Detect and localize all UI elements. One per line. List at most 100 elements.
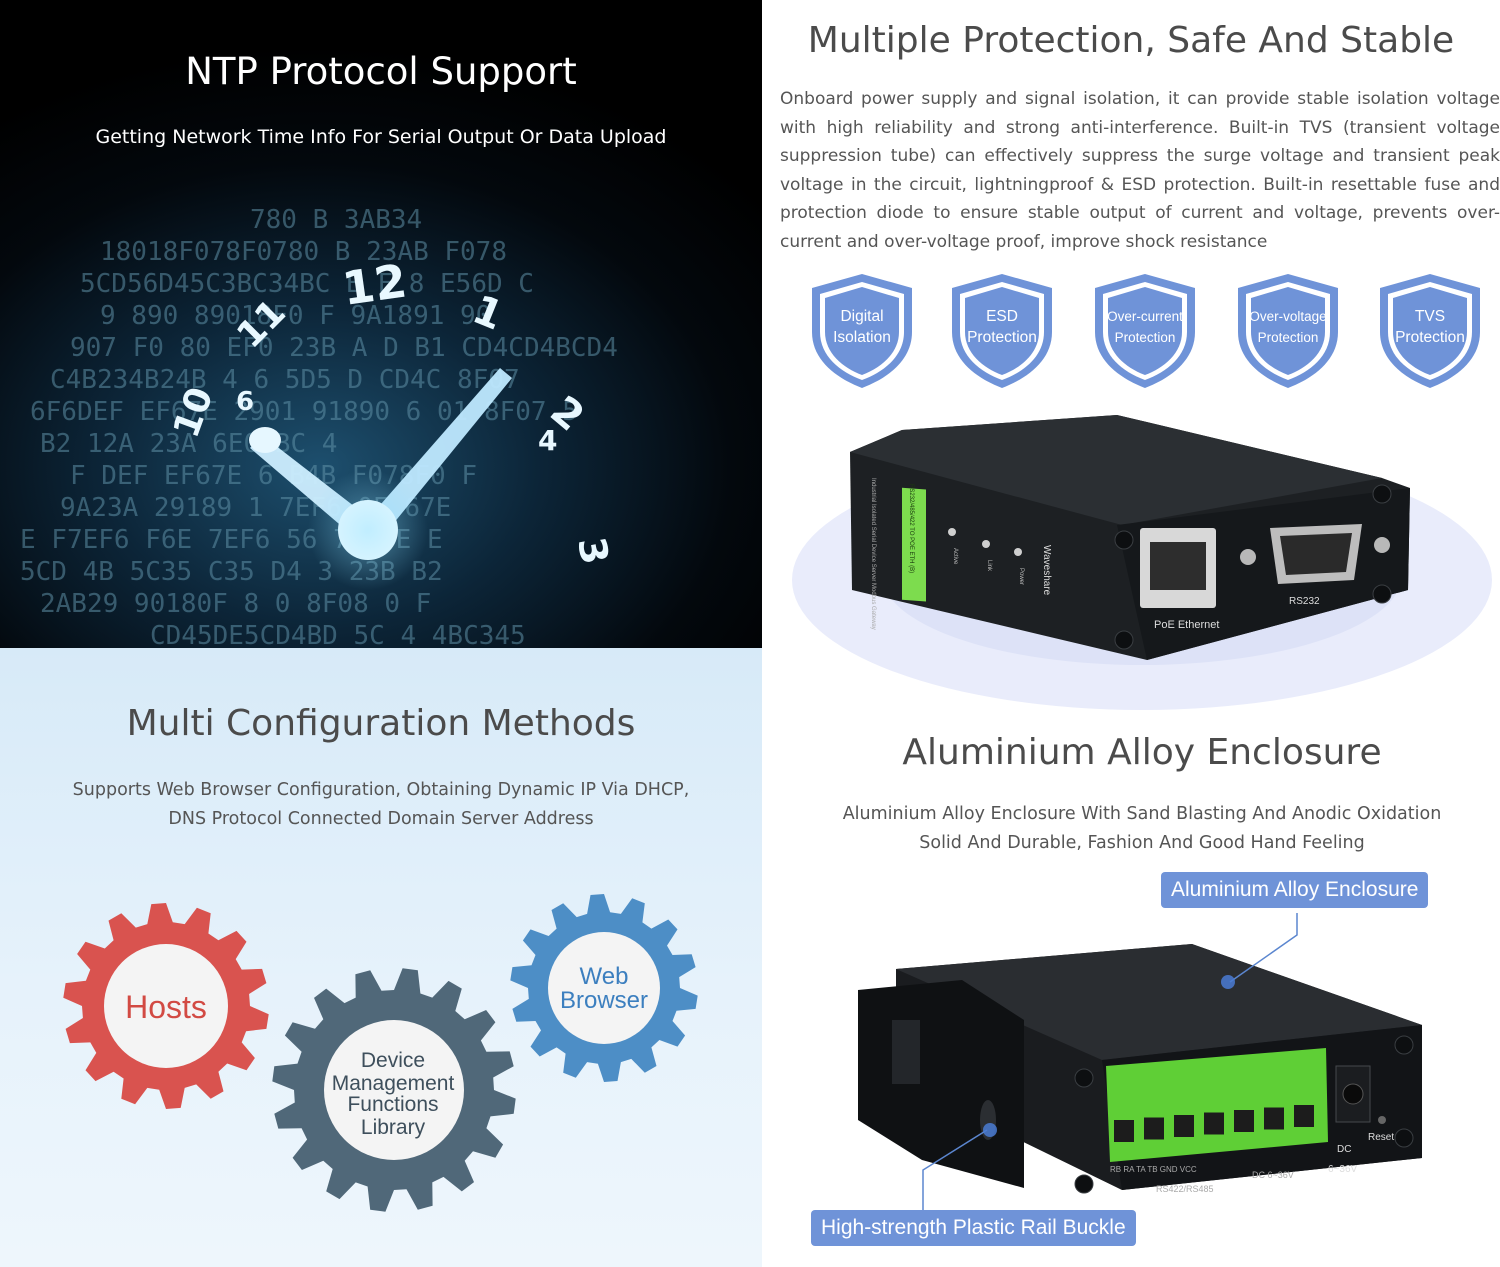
shield-label-line-1: ESD	[986, 308, 1018, 325]
shield-label-line-2: Isolation	[833, 329, 891, 346]
protection-description: Onboard power supply and signal isolatio…	[780, 89, 1500, 252]
enclosure-title: Aluminium Alloy Enclosure	[902, 732, 1382, 773]
brand-label: Waveshare	[1041, 545, 1052, 596]
enclosure-description: Aluminium Alloy Enclosure With Sand Blas…	[802, 800, 1482, 858]
device-side-text: Industrial Isolated Serial Device Server…	[870, 478, 876, 630]
device-label-3: Functions	[347, 1093, 438, 1116]
enclosure-device-image: DC Reset 6~36V RS422/RS485 DC 6~36V RB R…	[858, 913, 1422, 1210]
shield-label-line-1: Over-voltage	[1249, 309, 1327, 324]
callout-top-line	[1229, 913, 1298, 983]
hex-digit-row: B2 12A 23A 6E0 BC 4	[40, 429, 337, 459]
config-description: Supports Web Browser Configuration, Obta…	[60, 776, 702, 834]
poe-device-image: PoE Ethernet RS232 Waveshare Active Link…	[792, 415, 1492, 710]
terminal-slot	[1234, 1110, 1254, 1132]
hex-digit-row: 2AB29 90180F 8 0 8F08 0 F	[40, 589, 431, 619]
clock-number: 3	[569, 534, 617, 568]
gear-slate-center	[324, 1020, 464, 1160]
shield-badge: TVS Protection	[1378, 272, 1482, 390]
gear-blue-center	[548, 932, 660, 1044]
hex-digit-row: 780 B 3AB34	[250, 205, 422, 235]
hex-digit-row: 6F6DEF EF67E 2901 91890 6 01 8F07 5	[30, 397, 578, 427]
terminal-slot	[1114, 1120, 1134, 1142]
shield-label-line-2: Protection	[967, 329, 1037, 346]
rs232-label: RS232	[1289, 596, 1320, 607]
shield-icon	[952, 274, 1052, 388]
shield-icon	[1380, 274, 1480, 388]
shield-icon	[1238, 274, 1338, 388]
device-label-1: Device	[361, 1049, 425, 1072]
clock-number: 12	[339, 254, 410, 316]
terminal-caption: RS422/RS485	[1156, 1184, 1214, 1194]
clock-number: 6	[236, 387, 254, 417]
shield-label: TVS Protection	[1378, 306, 1482, 348]
web-label-1: Web	[580, 963, 629, 990]
terminal-slot	[1174, 1115, 1194, 1137]
dc-caption: DC 6~36V	[1252, 1170, 1294, 1180]
hex-digit-row: C4B234B24B 4 6 5D5 D CD4C 8F07	[50, 365, 520, 395]
shield-label-line-2: Protection	[1257, 330, 1319, 345]
sticker-label: RS232/485/422 TO POE ETH (B)	[908, 484, 914, 573]
terminal-slot	[1264, 1107, 1284, 1130]
hex-digit-row: 5CD56D45C3BC34BC B F 8 E56D C	[80, 269, 534, 299]
protection-panel: Multiple Protection, Safe And Stable Onb…	[762, 0, 1500, 720]
device-label-2: Management	[332, 1072, 455, 1095]
poe-ethernet-label: PoE Ethernet	[1154, 619, 1219, 631]
callout-rail-buckle: High-strength Plastic Rail Buckle	[811, 1210, 1136, 1246]
enclosure-desc-line-2: Solid And Durable, Fashion And Good Hand…	[919, 833, 1365, 853]
enclosure-panel: Aluminium Alloy Enclosure Aluminium Allo…	[762, 720, 1500, 1267]
voltage-label: 6~36V	[1328, 1164, 1358, 1175]
hex-digit-row: 907 F0 80 EF0 23B A D B1 CD4CD4BCD4	[70, 333, 618, 363]
led-active-label: Active	[952, 548, 958, 565]
shield-icon	[812, 274, 912, 388]
shield-label-line-1: Digital	[840, 308, 884, 325]
shield-label-line-1: TVS	[1414, 308, 1446, 325]
config-title: Multi Configuration Methods	[126, 703, 636, 744]
protection-title: Multiple Protection, Safe And Stable	[807, 20, 1455, 61]
web-browser-gear	[510, 894, 698, 1082]
terminal-pins: RB RA TA TB GND VCC	[1110, 1165, 1197, 1174]
terminal-slot	[1294, 1105, 1314, 1127]
ntp-subtitle: Getting Network Time Info For Serial Out…	[95, 126, 667, 148]
gears-diagram: Hosts Device Management Functions Librar…	[63, 894, 698, 1212]
rail-buckle	[858, 980, 1024, 1188]
web-label-2: Browser	[560, 987, 648, 1014]
shield-label-line-1: Over-current	[1107, 309, 1183, 324]
shield-label: ESD Protection	[950, 306, 1054, 348]
hosts-label: Hosts	[125, 989, 207, 1025]
reset-label: Reset	[1368, 1132, 1394, 1143]
clock-hands	[249, 368, 512, 590]
dc-label: DC	[1337, 1144, 1351, 1155]
hosts-gear	[63, 903, 269, 1109]
hex-digit-row: 18018F078F0780 B 23AB F078	[100, 237, 507, 267]
config-desc-line-1: Supports Web Browser Configuration, Obta…	[72, 780, 690, 800]
shield-badge: ESD Protection	[950, 272, 1054, 390]
ntp-title: NTP Protocol Support	[185, 50, 577, 93]
gear-red-center	[104, 944, 228, 1068]
hex-digit-row: CD45DE5CD4BD 5C 4 4BC345	[150, 621, 526, 648]
enclosure-desc-line-1: Aluminium Alloy Enclosure With Sand Blas…	[842, 804, 1442, 824]
terminal-slot	[1204, 1112, 1224, 1135]
shield-icon	[1095, 274, 1195, 388]
terminal-slot	[1144, 1117, 1164, 1140]
shield-label-line-2: Protection	[1114, 330, 1176, 345]
hex-digit-row: 9 890 89018F0 F 9A1891 90	[100, 301, 491, 331]
led-link-label: Link	[986, 560, 992, 572]
config-panel: Multi Configuration Methods Supports Web…	[0, 648, 762, 1267]
callout-bottom-line	[922, 1129, 988, 1210]
shield-label-line-2: Protection	[1395, 329, 1465, 346]
clock-number: 4	[538, 424, 557, 457]
device-management-gear	[272, 968, 516, 1212]
callout-aluminium-enclosure: Aluminium Alloy Enclosure	[1161, 872, 1429, 908]
led-power-label: Power	[1018, 568, 1024, 585]
device-label-4: Library	[361, 1116, 426, 1139]
config-desc-line-2: DNS Protocol Connected Domain Server Add…	[168, 809, 594, 829]
